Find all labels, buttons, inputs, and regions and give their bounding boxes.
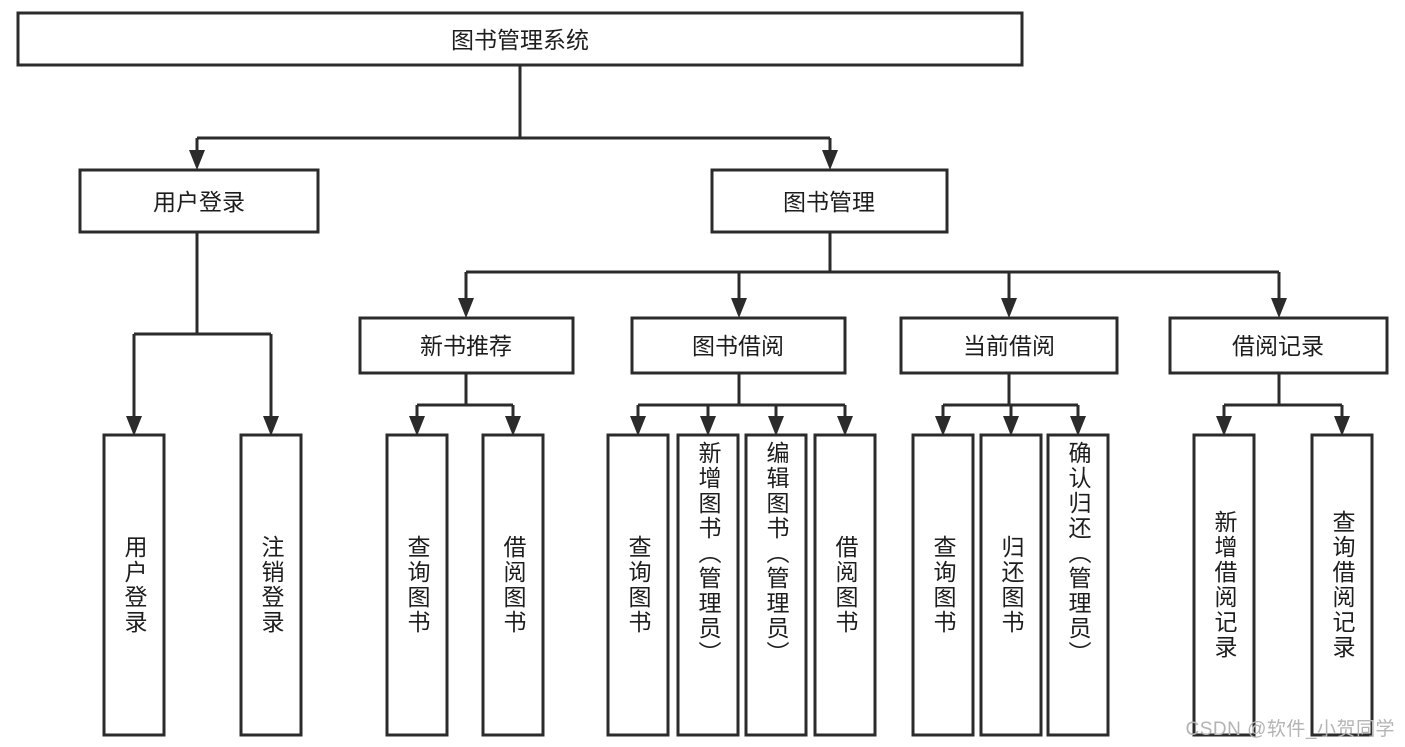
connector-group-current-borrow: [935, 373, 1086, 436]
node-book-management-label: 图书管理: [783, 189, 875, 215]
arrow-head-leaf-add-book: [700, 416, 716, 436]
arrow-head-leaf-add-record: [1216, 416, 1232, 436]
node-book-management-box[interactable]: [710, 168, 949, 234]
arrow-head-leaf-edit-book: [768, 416, 784, 436]
node-new-book-recommend-label: 新书推荐: [420, 333, 512, 359]
node-root-box[interactable]: [16, 11, 1024, 67]
node-borrow-record-box[interactable]: [1168, 316, 1389, 375]
arrow-head-userlogin: [189, 150, 205, 170]
arrow-head-new-book-recommend: [458, 298, 474, 318]
node-user-login[interactable]: 用户登录: [78, 168, 320, 234]
node-leaf-query-book-1-box[interactable]: [385, 433, 449, 737]
arrow-head-borrow-record: [1271, 298, 1287, 318]
arrow-head-leaf-borrow-book-1: [505, 416, 521, 436]
arrow-head-book-borrow: [731, 298, 747, 318]
arrow-head-current-borrow: [1001, 298, 1017, 318]
arrow-head-bookmgmt: [822, 150, 838, 170]
node-user-login-box[interactable]: [78, 168, 320, 234]
node-book-borrow-box[interactable]: [630, 316, 847, 375]
node-current-borrow[interactable]: 当前借阅: [899, 316, 1119, 375]
node-leaf-borrow-book-2-box[interactable]: [813, 433, 877, 737]
node-leaf-edit-book-box[interactable]: [744, 433, 808, 737]
arrow-head-leaf-return-book: [1003, 416, 1019, 436]
arrow-head-leaf-query-book-2: [630, 416, 646, 436]
node-current-borrow-box[interactable]: [899, 316, 1119, 375]
node-leaf-add-book-box[interactable]: [676, 433, 740, 737]
node-borrow-record[interactable]: 借阅记录: [1168, 316, 1389, 375]
node-leaf-user-login-box[interactable]: [102, 433, 166, 737]
arrow-head-leaf-borrow-book-2: [837, 416, 853, 436]
node-new-book-recommend[interactable]: 新书推荐: [358, 316, 575, 375]
node-leaf-query-book-2-box[interactable]: [606, 433, 670, 737]
connector-group-new-book-recommend: [409, 373, 521, 436]
node-new-book-recommend-box[interactable]: [358, 316, 575, 375]
node-leaf-confirm-return-box[interactable]: [1046, 433, 1110, 737]
node-book-management[interactable]: 图书管理: [710, 168, 949, 234]
node-leaf-add-record-box[interactable]: [1192, 433, 1256, 737]
connector-group-userlogin: [126, 232, 279, 436]
node-book-borrow[interactable]: 图书借阅: [630, 316, 847, 375]
node-leaf-query-record-box[interactable]: [1310, 433, 1374, 737]
node-root-label: 图书管理系统: [451, 27, 589, 53]
arrow-head-leaf-query-record: [1334, 416, 1350, 436]
arrow-head-leaf-user-login: [126, 416, 142, 436]
arrow-head-leaf-query-book-3: [935, 416, 951, 436]
node-borrow-record-label: 借阅记录: [1232, 333, 1324, 359]
connector-group-borrow-record: [1216, 373, 1350, 436]
node-book-borrow-label: 图书借阅: [692, 333, 784, 359]
arrow-head-leaf-logout-login: [263, 416, 279, 436]
node-leaf-borrow-book-1-box[interactable]: [481, 433, 545, 737]
node-root[interactable]: 图书管理系统: [16, 11, 1024, 67]
node-leaf-query-book-3-box[interactable]: [911, 433, 975, 737]
arrow-head-leaf-confirm-return: [1070, 416, 1086, 436]
node-leaf-logout-login-box[interactable]: [239, 433, 303, 737]
csdn-watermark: CSDN @软件_小贺同学: [1185, 719, 1395, 740]
connector-group-root: [189, 65, 838, 170]
connector-group-book-borrow: [630, 373, 853, 436]
node-user-login-label: 用户登录: [153, 189, 245, 215]
connector-group-bookmgmt: [458, 232, 1287, 318]
node-leaf-return-book-box[interactable]: [979, 433, 1043, 737]
arrow-head-leaf-query-book-1: [409, 416, 425, 436]
node-current-borrow-label: 当前借阅: [963, 333, 1055, 359]
